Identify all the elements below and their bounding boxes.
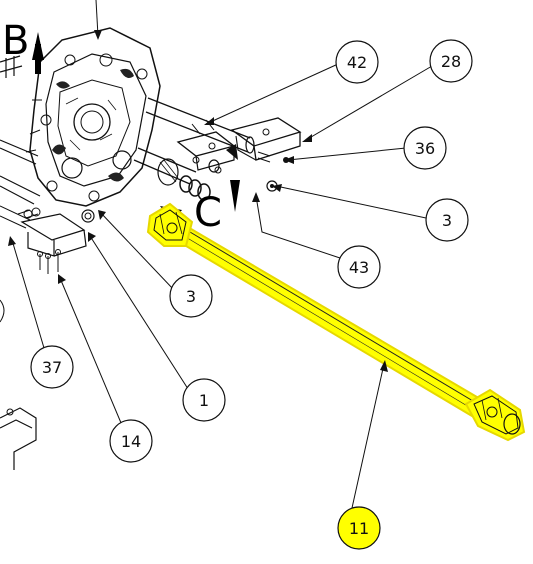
- arrow-down-icon: [230, 180, 240, 212]
- callout-14-number: 14: [121, 432, 141, 451]
- section-marker-b: B: [2, 18, 44, 74]
- drive-shaft-highlighted: [146, 202, 526, 442]
- washer-stack: [179, 159, 278, 201]
- callout-3-left-number: 3: [186, 287, 196, 306]
- yoke-left: [146, 202, 194, 247]
- mounting-bracket-right: [230, 117, 302, 163]
- leader-arrowheads: [8, 30, 388, 372]
- callout-11: 11: [337, 506, 381, 550]
- gearbox-housing: [25, 27, 161, 207]
- callout-42: 42: [335, 40, 379, 84]
- callout-11-number: 11: [349, 519, 369, 538]
- callout-28-number: 28: [441, 52, 461, 71]
- callout-42-number: 42: [347, 53, 367, 72]
- callout-1: 1: [182, 378, 226, 422]
- callout-37-number: 37: [42, 358, 62, 377]
- callout-36: 36: [403, 126, 447, 170]
- callout-3-right-number: 3: [442, 211, 452, 230]
- left-edge-hardware: [0, 55, 95, 470]
- view-label-c: C: [194, 190, 222, 236]
- callout-3-right: 3: [425, 198, 469, 242]
- callout-43-number: 43: [349, 258, 369, 277]
- callout-1-number: 1: [199, 391, 209, 410]
- callout-14: 14: [109, 419, 153, 463]
- callout-28: 28: [429, 39, 473, 83]
- yoke-right: [464, 388, 526, 442]
- callout-37: 37: [30, 345, 74, 389]
- callout-36-number: 36: [415, 139, 435, 158]
- leader-lines: [11, 0, 433, 509]
- callout-43: 43: [337, 245, 381, 289]
- view-label-b: B: [2, 18, 29, 64]
- callout-3-left: 3: [169, 274, 213, 318]
- output-shaft: [133, 97, 255, 186]
